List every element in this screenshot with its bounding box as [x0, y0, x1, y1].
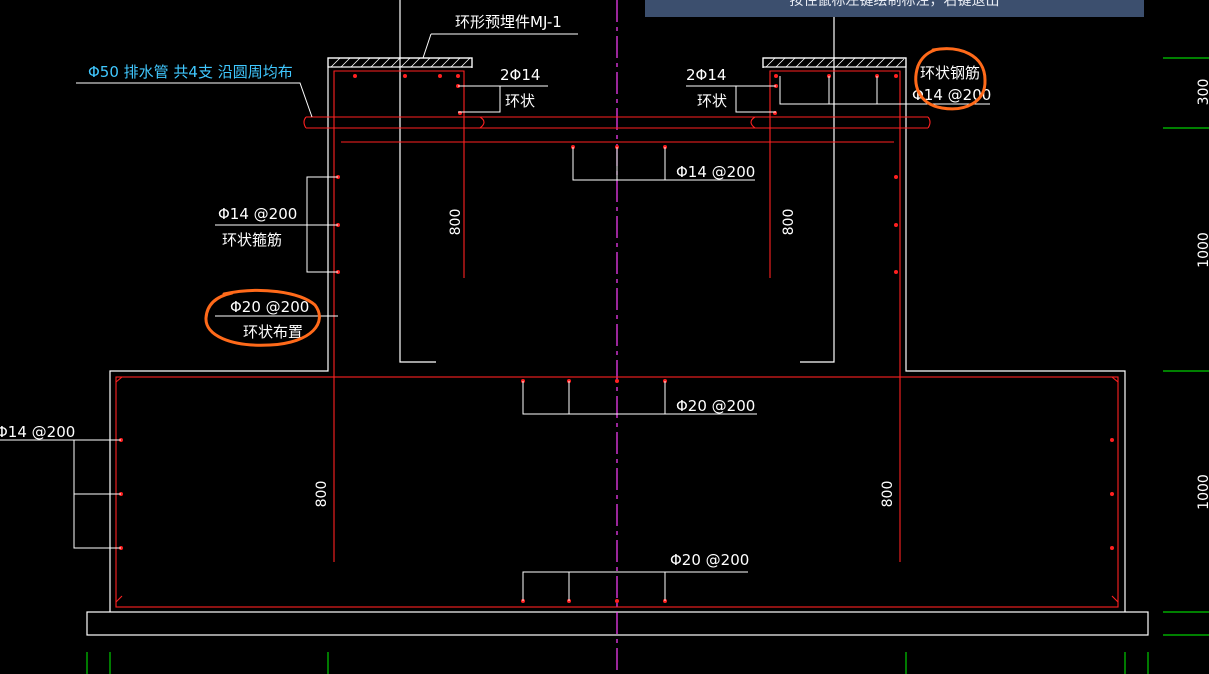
label-mid-rebar: Φ14 @200 [676, 163, 755, 181]
leader-base-top [522, 381, 757, 415]
leader-ring-rebar [779, 76, 990, 105]
dim-right-3: 1000 [1196, 474, 1209, 510]
dim-right-2: 1000 [1196, 232, 1209, 268]
embed-hatching [330, 57, 905, 68]
label-ring-rebar-spec: Φ14 @200 [912, 86, 991, 104]
leader-base-bottom [522, 571, 748, 601]
dim-right-wall: 800 [781, 209, 797, 236]
label-right-top-ring: 环状 [697, 92, 727, 110]
tooltip-text: 按住鼠标左键绘制标注，右键退出 [789, 0, 1000, 9]
command-tooltip: 按住鼠标左键绘制标注，右键退出 [645, 0, 1144, 17]
highlight-marks [204, 47, 987, 347]
dimension-labels: 800 800 800 800 300 1000 1000 [314, 79, 1209, 510]
drain-pipe-end-left [303, 116, 307, 129]
label-base-bottom-rebar: Φ20 @200 [670, 551, 749, 569]
dim-right-1: 300 [1196, 79, 1209, 106]
dim-right-base: 800 [880, 481, 896, 508]
label-ring-layout: 环状布置 [243, 323, 303, 341]
rebar-group [115, 70, 1119, 608]
highlight-ring-layout [204, 288, 321, 347]
leader-lines [0, 33, 990, 601]
right-wall-outer-rebar [769, 70, 901, 562]
label-base-top-rebar: Φ20 @200 [676, 397, 755, 415]
left-inner-wall [399, 0, 436, 363]
label-embed: 环形预埋件MJ-1 [455, 13, 562, 31]
highlight-ring-rebar [914, 47, 987, 111]
annotation-labels: 环形预埋件MJ-1 2Φ14 环状 2Φ14 环状 环状钢筋 Φ14 @200 … [0, 13, 991, 569]
label-wall-stirrup: 环状箍筋 [222, 231, 282, 249]
leader-right-top-bars [735, 85, 776, 113]
label-ring-layout-spec: Φ20 @200 [230, 298, 309, 316]
right-inner-wall [800, 0, 835, 363]
base-rebar-cage [115, 376, 1119, 608]
label-left-top-bars: 2Φ14 [500, 66, 540, 84]
label-wall-stirrup-spec: Φ14 @200 [218, 205, 297, 223]
dim-left-wall: 800 [448, 209, 464, 236]
label-right-top-bars: 2Φ14 [686, 66, 726, 84]
label-base-side-rebar: Φ14 @200 [0, 423, 75, 441]
dimension-marks [86, 57, 1209, 674]
drain-pipe-end-right [927, 116, 931, 129]
leader-left-top-bars [458, 85, 501, 113]
dim-left-base: 800 [314, 481, 330, 508]
label-ring-rebar: 环状钢筋 [920, 64, 980, 82]
label-drain: Φ50 排水管 共4支 沿圆周均布 [88, 63, 293, 81]
leader-drain [76, 82, 313, 118]
leader-mid-rebar [572, 147, 755, 181]
label-left-top-ring: 环状 [505, 92, 535, 110]
